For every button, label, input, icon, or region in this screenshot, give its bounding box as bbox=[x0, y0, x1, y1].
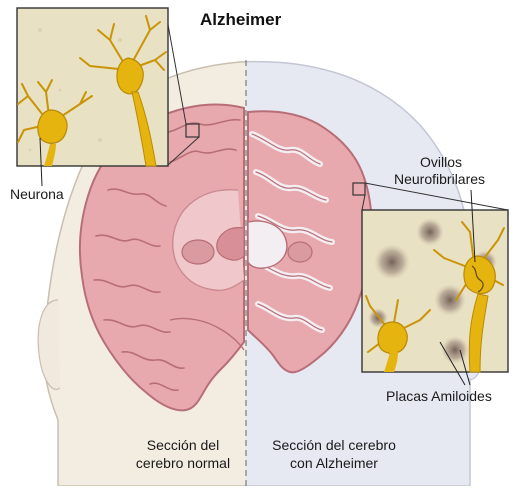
alzheimer-caption-line1: Sección del cerebro bbox=[250, 436, 418, 454]
alzheimer-caption: Sección del cerebro con Alzheimer bbox=[250, 436, 418, 472]
normal-caption-line1: Sección del bbox=[120, 436, 246, 454]
normal-neuron-inset bbox=[17, 8, 168, 166]
tangles-label: Ovillos bbox=[420, 154, 462, 171]
tangles-label-line1: Ovillos bbox=[420, 154, 462, 171]
alzheimer-neuron-inset bbox=[362, 210, 508, 372]
amyloid-plaque bbox=[374, 244, 410, 280]
normal-caption: Sección del cerebro normal bbox=[120, 436, 246, 472]
alzheimer-caption-line2: con Alzheimer bbox=[250, 454, 418, 472]
diagram-title: Alzheimer bbox=[200, 10, 281, 30]
neuron-label: Neurona bbox=[10, 186, 64, 203]
amyloid-plaque bbox=[416, 218, 444, 246]
plaques-label: Placas Amiloides bbox=[386, 388, 492, 405]
normal-caption-line2: cerebro normal bbox=[120, 454, 246, 472]
amyloid-plaque bbox=[434, 284, 466, 316]
tangles-label-line2: Neurofibrilares bbox=[394, 171, 485, 188]
